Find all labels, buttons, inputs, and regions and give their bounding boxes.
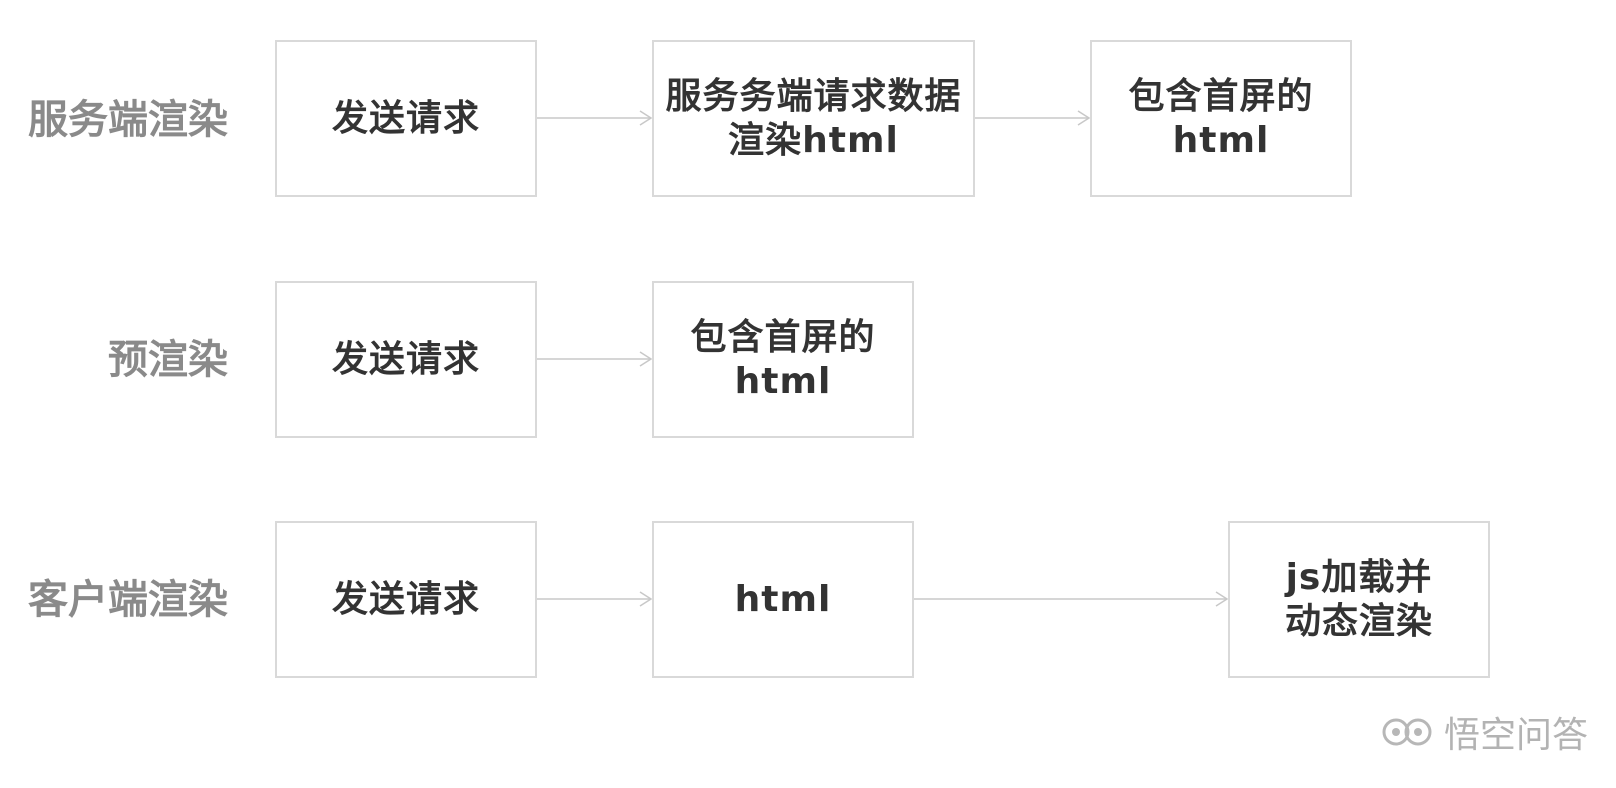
arrow-head	[1077, 110, 1091, 126]
row-label-client-render: 客户端渲染	[28, 577, 228, 623]
step-box: 发送请求	[275, 40, 537, 197]
arrow-head	[639, 591, 653, 607]
arrow-head	[1215, 591, 1229, 607]
arrow-head	[639, 351, 653, 367]
step-box: 包含首屏的 html	[652, 281, 914, 438]
wukong-logo-icon	[1382, 718, 1432, 746]
step-box: 发送请求	[275, 281, 537, 438]
step-box: 包含首屏的 html	[1090, 40, 1352, 197]
watermark: 悟空问答	[1378, 706, 1588, 758]
step-box: js加载并 动态渲染	[1228, 521, 1490, 678]
arrow-head	[639, 110, 653, 126]
row-label-prerender: 预渲染	[108, 337, 228, 383]
step-box: 服务务端请求数据 渲染html	[652, 40, 975, 197]
step-box: 发送请求	[275, 521, 537, 678]
step-box: html	[652, 521, 914, 678]
row-label-server-render: 服务端渲染	[28, 97, 228, 143]
watermark-text: 悟空问答	[1443, 715, 1588, 756]
